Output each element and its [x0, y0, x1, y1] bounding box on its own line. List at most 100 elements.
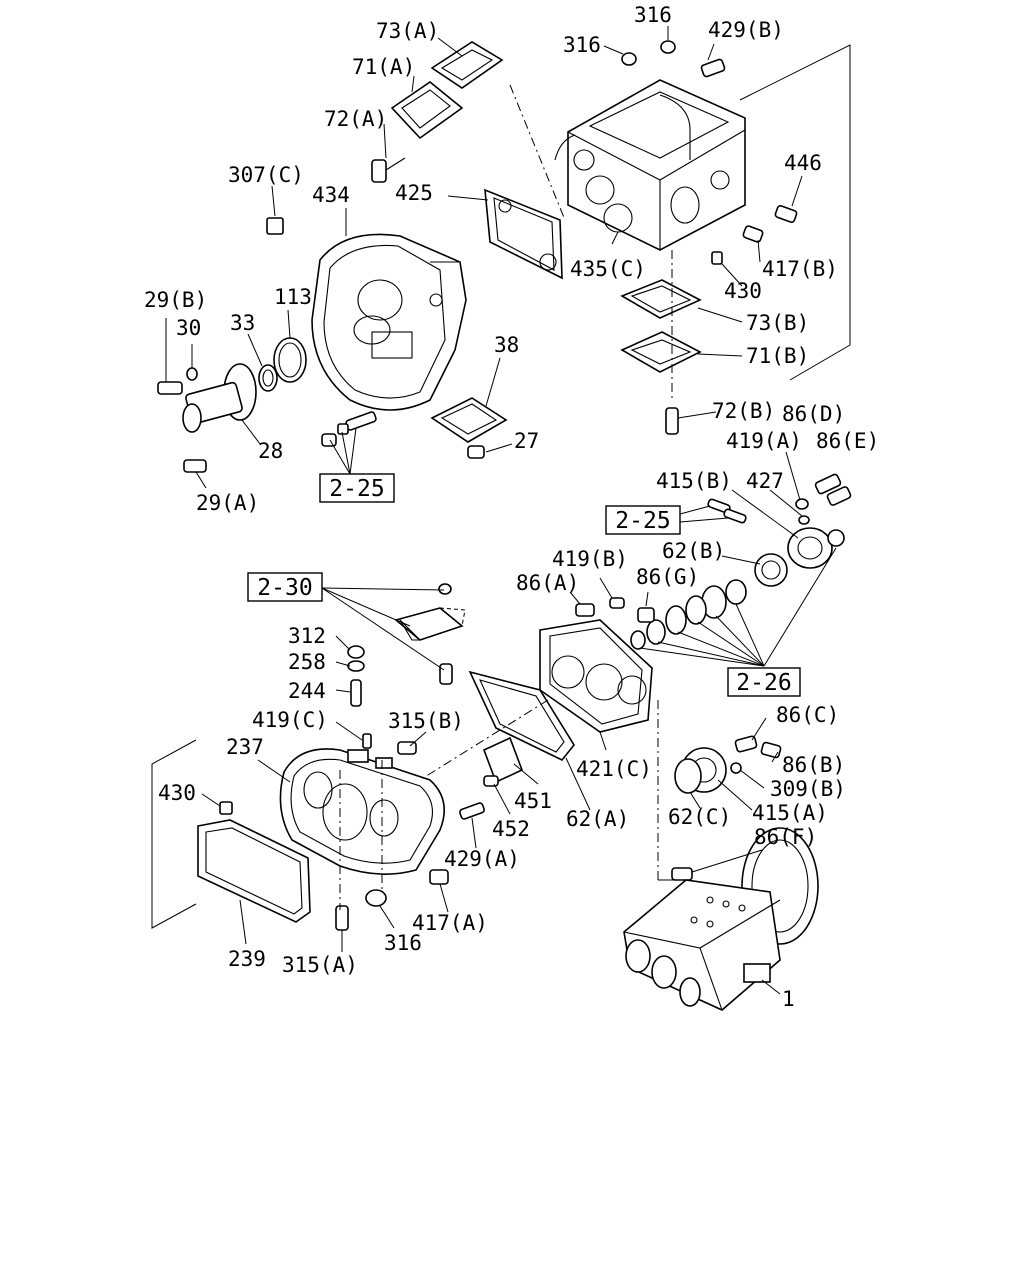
cover-plate-73a	[430, 41, 504, 89]
washer-258	[347, 660, 365, 672]
label-419a: 419(A)	[726, 429, 802, 453]
studs-2-25-left	[321, 411, 377, 447]
dashed-boundary-bottom	[151, 699, 690, 929]
label-86b: 86(B)	[782, 753, 845, 777]
label-415a: 415(A)	[752, 801, 828, 825]
pin-419a-427	[795, 498, 810, 525]
bolt-72b	[665, 407, 679, 435]
input-shaft-28	[182, 363, 257, 433]
bolt-86d	[814, 473, 842, 495]
bolt-315b	[397, 741, 417, 755]
part-labels: 73(A) 71(A) 72(A) 316 316 429(B) 446 417…	[144, 3, 879, 1011]
label-430-bottom: 430	[158, 781, 196, 805]
label-72a: 72(A)	[324, 107, 387, 131]
bolt-86g	[637, 607, 655, 623]
plug-316-top	[621, 40, 676, 66]
seal-33	[258, 364, 278, 392]
ref-box-2-25-left: 2-25	[319, 473, 395, 503]
studs-2-25-right	[707, 498, 747, 524]
label-29b: 29(B)	[144, 288, 207, 312]
bolt-72a	[371, 157, 406, 183]
label-71a: 71(A)	[352, 55, 415, 79]
label-429a: 429(A)	[444, 847, 520, 871]
ref-label-2-30: 2-30	[257, 575, 312, 601]
label-28: 28	[258, 439, 283, 463]
label-315b: 315(B)	[388, 709, 464, 733]
label-419c: 419(C)	[252, 708, 328, 732]
label-71b: 71(B)	[746, 344, 809, 368]
label-73a: 73(A)	[376, 19, 439, 43]
label-30: 30	[176, 316, 201, 340]
label-237: 237	[226, 735, 264, 759]
label-86g: 86(G)	[636, 565, 699, 589]
label-427: 427	[746, 469, 784, 493]
label-86a: 86(A)	[516, 571, 579, 595]
transmission-assembly-1	[623, 827, 819, 1011]
gasket-62c	[674, 758, 702, 794]
label-425: 425	[395, 181, 433, 205]
plug-446	[774, 204, 798, 224]
bracket-2-30	[394, 583, 466, 685]
cover-plate-71a	[390, 81, 464, 140]
lower-case-237	[279, 748, 446, 875]
nut-312	[347, 645, 365, 659]
label-73b: 73(B)	[746, 311, 809, 335]
label-421c: 421(C)	[576, 757, 652, 781]
label-316-top: 316	[634, 3, 672, 27]
pin-419c	[362, 733, 372, 749]
label-33: 33	[230, 311, 255, 335]
plug-430-top	[711, 251, 723, 265]
label-419b: 419(B)	[552, 547, 628, 571]
label-62b: 62(B)	[662, 539, 725, 563]
label-38: 38	[494, 333, 519, 357]
label-417a: 417(A)	[412, 911, 488, 935]
label-316-top2: 316	[563, 33, 601, 57]
label-62c: 62(C)	[668, 805, 731, 829]
stud-244	[350, 679, 362, 707]
ref-box-2-26: 2-26	[727, 667, 801, 697]
plug-417a	[429, 869, 449, 885]
plug-430-bottom	[219, 801, 233, 815]
plug-316-bottom	[365, 889, 387, 907]
label-72b: 72(B)	[712, 399, 775, 423]
bolt-29a	[183, 459, 207, 473]
label-315a: 315(A)	[282, 953, 358, 977]
plug-417b	[742, 225, 764, 243]
pin-419b	[609, 597, 625, 609]
bolt-86a	[575, 603, 595, 617]
label-307c: 307(C)	[228, 163, 304, 187]
gasket-425	[484, 188, 563, 280]
label-309b: 309(B)	[770, 777, 846, 801]
ref-label-2-26: 2-26	[736, 670, 791, 696]
leader-lines	[165, 26, 837, 995]
gasket-239	[197, 819, 311, 923]
label-86e: 86(E)	[816, 429, 879, 453]
label-239: 239	[228, 947, 266, 971]
label-451: 451	[514, 789, 552, 813]
end-cover-415b	[787, 527, 845, 569]
label-62a: 62(A)	[566, 807, 629, 831]
label-27: 27	[514, 429, 539, 453]
breather-429a	[459, 802, 485, 820]
dashed-boundary-top	[509, 44, 851, 381]
bolt-29b	[157, 381, 183, 395]
label-312: 312	[288, 624, 326, 648]
label-435c: 435(C)	[570, 257, 646, 281]
washer-30	[186, 367, 198, 381]
label-452: 452	[492, 817, 530, 841]
label-1: 1	[782, 987, 795, 1011]
ring-113	[273, 337, 307, 383]
label-415b: 415(B)	[656, 469, 732, 493]
ref-box-2-25-right: 2-25	[605, 505, 681, 535]
label-316-bottom: 316	[384, 931, 422, 955]
label-29a: 29(A)	[196, 491, 259, 515]
bolt-315a	[335, 905, 349, 931]
bolt-86b	[760, 741, 782, 759]
bracket-451	[482, 736, 524, 784]
gasket-62b	[754, 553, 788, 587]
label-86d: 86(D)	[782, 402, 845, 426]
ref-label-2-25-left: 2-25	[329, 476, 384, 502]
label-446: 446	[784, 151, 822, 175]
breather-429b	[700, 58, 726, 78]
